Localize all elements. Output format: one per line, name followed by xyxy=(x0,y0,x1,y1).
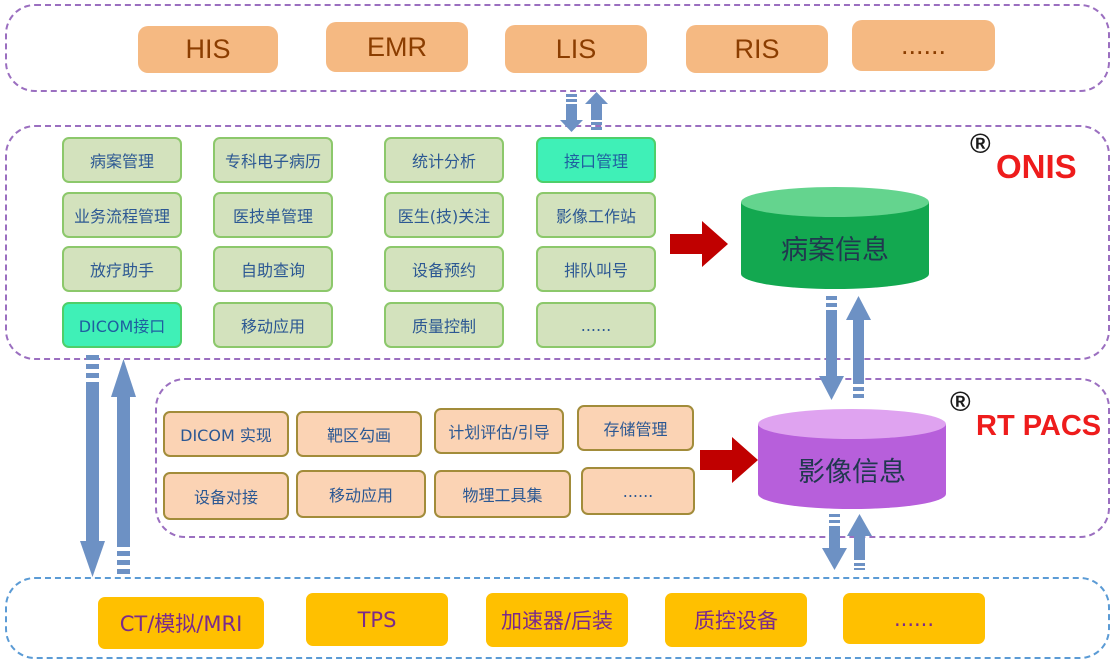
image-info-label: 影像信息 xyxy=(798,457,906,488)
rtpacs-module: ...... xyxy=(581,467,695,515)
onis-module: 专科电子病历 xyxy=(213,137,333,183)
onis-module: 业务流程管理 xyxy=(62,192,182,238)
onis-module: 影像工作站 xyxy=(536,192,656,238)
system-box-lis: LIS xyxy=(505,25,647,73)
rtpacs-registered-mark: ® xyxy=(950,386,971,417)
rtpacs-module: 设备对接 xyxy=(163,472,289,520)
onis-module: 设备预约 xyxy=(384,246,504,292)
image-info-database: 影像信息 xyxy=(758,408,946,510)
rtpacs-module: DICOM 实现 xyxy=(163,411,289,457)
system-box-ris: RIS xyxy=(686,25,828,73)
onis-module: 移动应用 xyxy=(213,302,333,348)
rtpacs-module: 存储管理 xyxy=(577,405,694,451)
system-box-his: HIS xyxy=(138,26,278,73)
system-box-more: ...... xyxy=(852,20,995,71)
red-arrow-right-icon xyxy=(670,221,728,267)
onis-module-highlight: 接口管理 xyxy=(536,137,656,183)
bidirectional-arrow-icon xyxy=(560,92,608,132)
device-box: CT/模拟/MRI xyxy=(98,597,264,649)
onis-module: 排队叫号 xyxy=(536,246,656,292)
rtpacs-label: RT PACS xyxy=(976,410,1102,442)
bidirectional-arrow-icon xyxy=(819,296,871,400)
system-box-emr: EMR xyxy=(326,22,468,72)
onis-module: 放疗助手 xyxy=(62,246,182,292)
onis-module: 自助查询 xyxy=(213,246,333,292)
onis-label: ONIS xyxy=(996,148,1077,185)
rtpacs-module: 计划评估/引导 xyxy=(434,408,564,454)
onis-module: 医技单管理 xyxy=(213,192,333,238)
onis-module: ...... xyxy=(536,302,656,348)
device-box: 加速器/后装 xyxy=(486,593,628,647)
record-info-database: 病案信息 xyxy=(741,186,929,290)
device-box: 质控设备 xyxy=(665,593,807,647)
device-box: ...... xyxy=(843,593,985,644)
onis-module: 病案管理 xyxy=(62,137,182,183)
record-info-label: 病案信息 xyxy=(781,235,889,266)
red-arrow-right-icon xyxy=(700,437,758,483)
onis-module: 医生(技)关注 xyxy=(384,192,504,238)
device-box: TPS xyxy=(306,593,448,646)
rtpacs-module: 物理工具集 xyxy=(434,470,571,518)
bidirectional-arrow-icon xyxy=(822,514,872,570)
bidirectional-arrow-icon xyxy=(80,355,136,577)
onis-module: 质量控制 xyxy=(384,302,504,348)
onis-module: 统计分析 xyxy=(384,137,504,183)
onis-module-highlight: DICOM接口 xyxy=(62,302,182,348)
rtpacs-module: 靶区勾画 xyxy=(296,411,422,457)
rtpacs-module: 移动应用 xyxy=(296,470,426,518)
onis-registered-mark: ® xyxy=(970,128,991,159)
